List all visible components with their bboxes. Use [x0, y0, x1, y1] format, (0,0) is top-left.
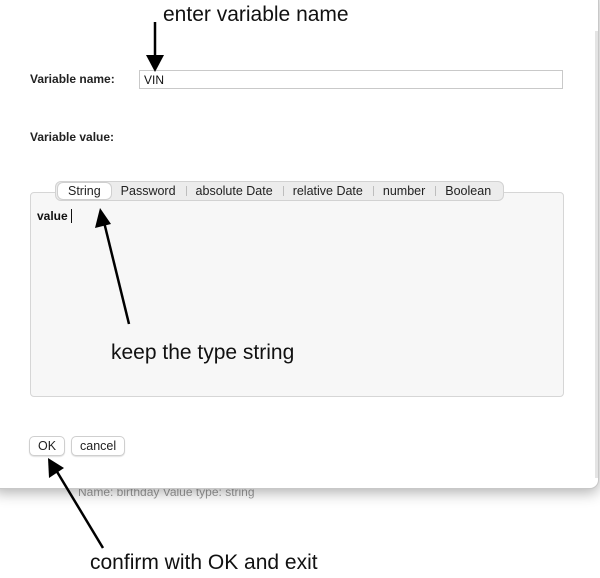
arrow-to-ok-button: [48, 458, 105, 549]
cancel-button[interactable]: cancel: [71, 436, 126, 456]
background-window: Name: birthday Value type: string: [0, 486, 600, 506]
annotation-keep-type-string: keep the type string: [111, 341, 295, 364]
arrow-to-name-input: [146, 22, 164, 72]
tab-boolean[interactable]: Boolean: [435, 183, 501, 199]
dialog-edge: [595, 31, 598, 478]
variable-name-label: Variable name:: [30, 72, 115, 86]
tab-number[interactable]: number: [372, 183, 435, 199]
value-text[interactable]: value: [37, 209, 68, 223]
annotation-enter-variable-name: enter variable name: [163, 3, 349, 26]
text-caret: [71, 209, 72, 223]
background-window-text: Name: birthday Value type: string: [78, 486, 255, 499]
variable-name-input[interactable]: [139, 70, 563, 89]
tab-password[interactable]: Password: [120, 184, 176, 198]
value-tab-panel[interactable]: [30, 192, 564, 397]
tab-absolute-date[interactable]: absolute Date: [185, 183, 283, 199]
ok-button[interactable]: OK: [29, 436, 66, 456]
arrow-to-string-tab: [95, 208, 131, 325]
variable-value-label: Variable value:: [30, 130, 115, 144]
tab-relative-date[interactable]: relative Date: [282, 183, 373, 199]
annotation-confirm-ok: confirm with OK and exit: [90, 551, 318, 574]
type-tabbar: String Password absolute Date relative D…: [55, 181, 505, 201]
tab-string[interactable]: String: [58, 183, 111, 199]
